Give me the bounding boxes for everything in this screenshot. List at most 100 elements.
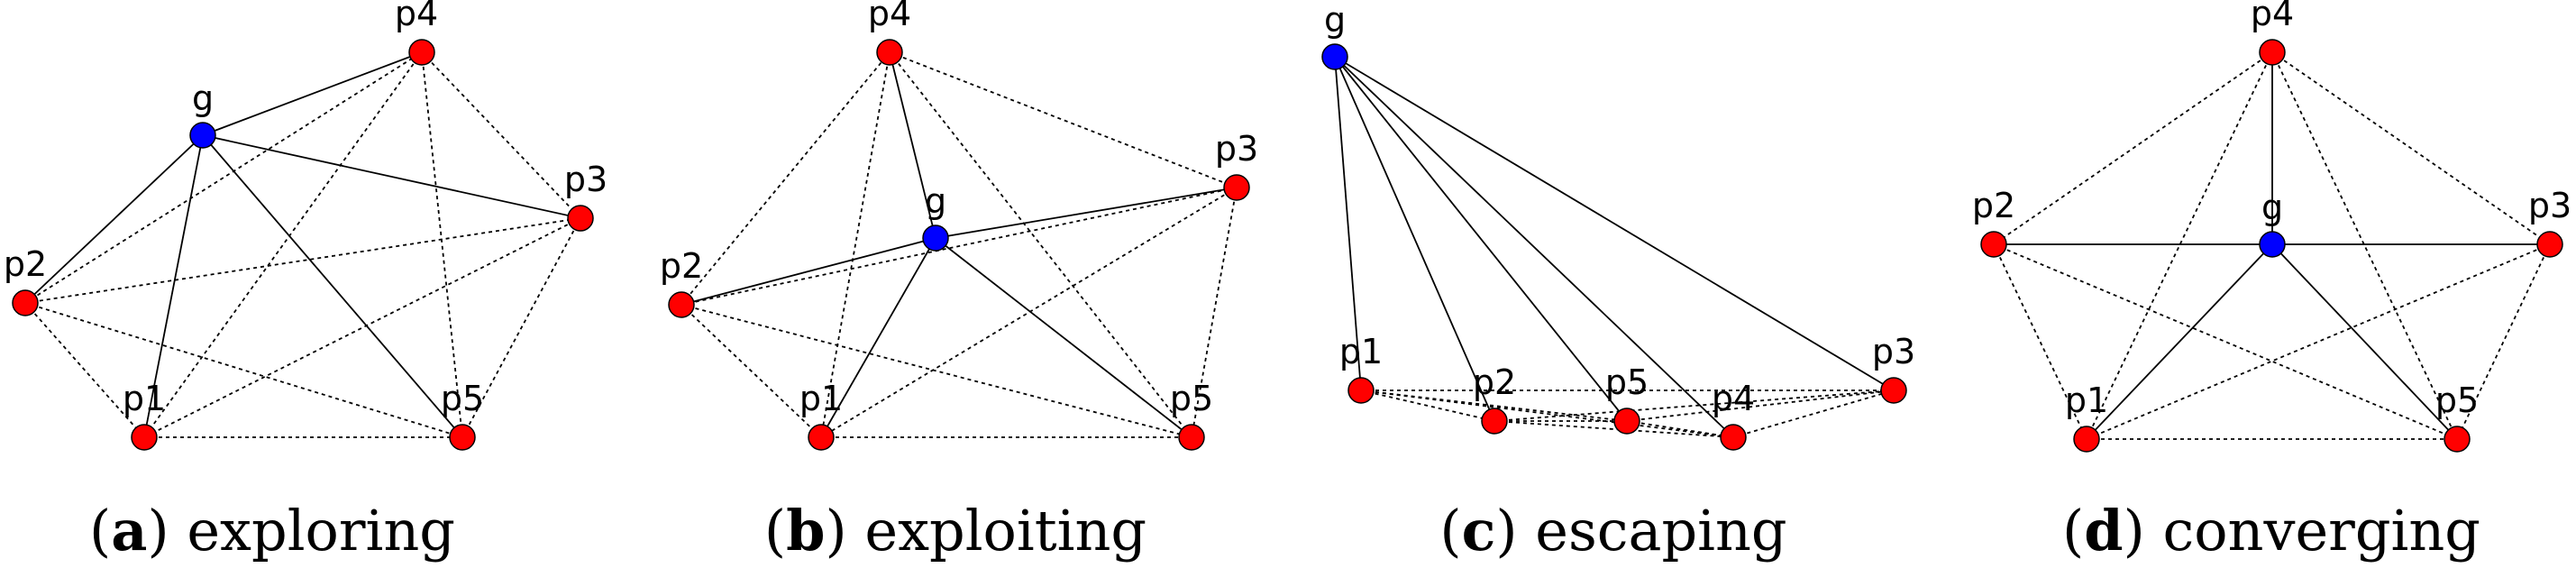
- edge-p4-p1: [143, 51, 423, 438]
- caption-letter: c: [1462, 498, 1496, 563]
- edges-exploiting: [681, 51, 1238, 438]
- edge-p4-p3: [2271, 51, 2551, 245]
- edge-p4-p3: [889, 51, 1238, 188]
- caption-letter: b: [786, 498, 825, 563]
- node-p5: p5: [1605, 362, 1649, 435]
- edge-g-p5: [1334, 56, 1628, 422]
- edge-g-p4: [889, 51, 936, 239]
- particle-node-p5: [2444, 426, 2471, 453]
- particle-node-p1: [1347, 377, 1375, 404]
- edge-p2-p3: [1494, 389, 1895, 422]
- edge-p4-p1: [820, 51, 891, 438]
- guide-node-g: [189, 122, 216, 149]
- guide-node-g: [922, 224, 949, 252]
- edge-p2-p1: [24, 302, 145, 438]
- edge-p3-p1: [143, 217, 581, 438]
- edge-p2-p5: [1993, 243, 2458, 440]
- node-g: g: [189, 78, 216, 149]
- edge-g-p1: [2086, 243, 2273, 440]
- edges-converging: [1993, 51, 2551, 440]
- node-label-p5: p5: [1605, 362, 1649, 402]
- particle-node-p3: [1880, 377, 1907, 404]
- node-label-p1: p1: [123, 379, 166, 418]
- node-p4: p4: [1712, 379, 1755, 451]
- caption-name: exploiting: [864, 498, 1146, 563]
- node-label-p4: p4: [2251, 0, 2294, 33]
- edge-g-p5: [2271, 243, 2458, 440]
- edge-p2-p5: [24, 302, 463, 438]
- node-g: g: [922, 181, 949, 252]
- node-label-p1: p1: [2065, 380, 2108, 420]
- node-g: g: [1321, 0, 1348, 70]
- node-label-p5: p5: [2435, 380, 2479, 420]
- node-p1: p1: [799, 379, 843, 451]
- particle-node-p4: [408, 39, 435, 66]
- node-label-p2: p2: [660, 246, 703, 286]
- particle-node-p5: [449, 424, 476, 451]
- edge-g-p2: [681, 237, 936, 306]
- node-p4: p4: [395, 0, 438, 66]
- node-p5: p5: [441, 379, 484, 451]
- node-label-p2: p2: [4, 244, 47, 284]
- edge-g-p2: [1334, 56, 1495, 422]
- node-p5: p5: [2435, 380, 2479, 453]
- particle-node-p1: [131, 424, 158, 451]
- edge-p4-p2: [1993, 51, 2273, 245]
- node-p2: p2: [1972, 186, 2015, 258]
- edge-p1-p2: [1360, 389, 1495, 422]
- node-label-p3: p3: [564, 160, 607, 199]
- edge-p3-p5: [461, 217, 581, 438]
- edge-g-p3: [935, 187, 1238, 239]
- caption-name: converging: [2162, 498, 2480, 563]
- edge-p4-p3: [421, 51, 581, 219]
- edge-p5-p4: [1626, 420, 1734, 438]
- edge-g-p1: [143, 134, 204, 438]
- node-p3: p3: [1872, 332, 1915, 404]
- edge-g-p3: [1334, 56, 1895, 391]
- edge-p2-p5: [681, 304, 1192, 438]
- edge-p3-p1: [820, 187, 1238, 438]
- node-p2: p2: [660, 246, 703, 318]
- panel-exploring: g p1 p2 p3 p4 p5 (a) exploring: [4, 0, 607, 563]
- guide-node-g: [2259, 231, 2286, 258]
- edges-exploring: [24, 51, 581, 438]
- edge-p2-p4: [24, 51, 423, 304]
- caption-escaping: (c) escaping: [1439, 498, 1786, 563]
- particle-node-p5: [1613, 408, 1640, 435]
- edge-p4-p3: [1732, 389, 1895, 438]
- edge-p2-p3: [24, 217, 581, 304]
- node-p3: p3: [564, 160, 607, 232]
- node-p1: p1: [1339, 332, 1383, 404]
- node-label-p4: p4: [1712, 379, 1755, 418]
- node-p1: p1: [2065, 380, 2108, 453]
- node-p5: p5: [1170, 379, 1213, 451]
- node-label-g: g: [192, 78, 214, 118]
- node-label-p1: p1: [799, 379, 843, 418]
- edge-p1-p4: [1360, 389, 1734, 438]
- particle-node-p4: [876, 39, 903, 66]
- caption-exploring: (a) exploring: [89, 498, 455, 563]
- edge-g-p1: [820, 237, 936, 438]
- node-p3: p3: [1215, 129, 1258, 201]
- node-p1: p1: [123, 379, 166, 451]
- node-label-g: g: [2261, 188, 2283, 227]
- edges-escaping: [1334, 56, 1895, 438]
- edge-g-p4: [1334, 56, 1734, 438]
- particle-node-p2: [668, 291, 695, 318]
- edge-p4-p5: [2271, 51, 2458, 440]
- panel-escaping: g p1 p2 p3 p4 p5 (c) escaping: [1321, 0, 1915, 563]
- particle-node-p5: [1178, 424, 1205, 451]
- node-label-p3: p3: [1872, 332, 1915, 371]
- particle-node-p4: [1720, 424, 1747, 451]
- caption-letter: d: [2084, 498, 2123, 563]
- edge-p4-p1: [2086, 51, 2273, 440]
- edge-p3-p1: [2086, 243, 2551, 440]
- node-label-p4: p4: [868, 0, 911, 33]
- particle-node-p3: [567, 205, 594, 232]
- edge-p5-p3: [1626, 389, 1895, 422]
- node-p2: p2: [1473, 362, 1516, 435]
- caption-letter: a: [111, 498, 147, 563]
